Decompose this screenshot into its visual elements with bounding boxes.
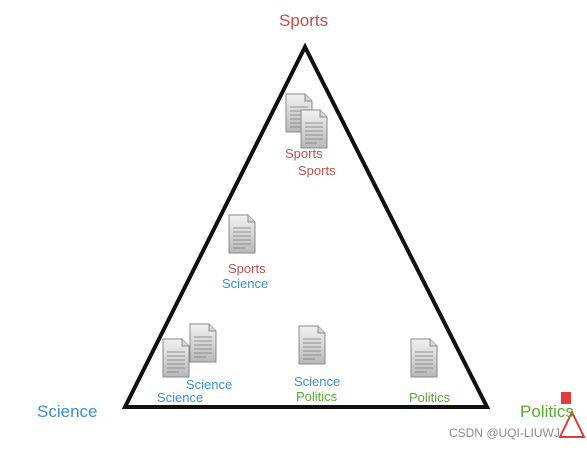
document-icon [162,338,190,378]
document-label: Science [294,374,341,389]
document-icon [189,323,217,363]
vertex-label-politics: Politics [520,402,574,421]
document-label: Science [186,377,233,392]
document-label: Science [157,390,204,405]
document-icon [298,325,326,365]
document-icon [410,338,438,378]
vertex-label-sports: Sports [279,11,329,30]
topic-triangle [121,42,491,409]
document-label: Science [222,276,269,291]
csdn-logo-icon [558,392,586,438]
document-label: Sports [285,146,323,161]
vertex-label-science: Science [37,402,98,421]
document-label: Politics [409,390,451,405]
document-icon [228,214,256,254]
document-label: Sports [298,163,336,178]
document-icon [300,109,328,149]
document-label: Sports [228,261,266,276]
watermark: CSDN @UQI-LIUWJ [449,426,560,440]
document-label: Politics [296,389,338,404]
